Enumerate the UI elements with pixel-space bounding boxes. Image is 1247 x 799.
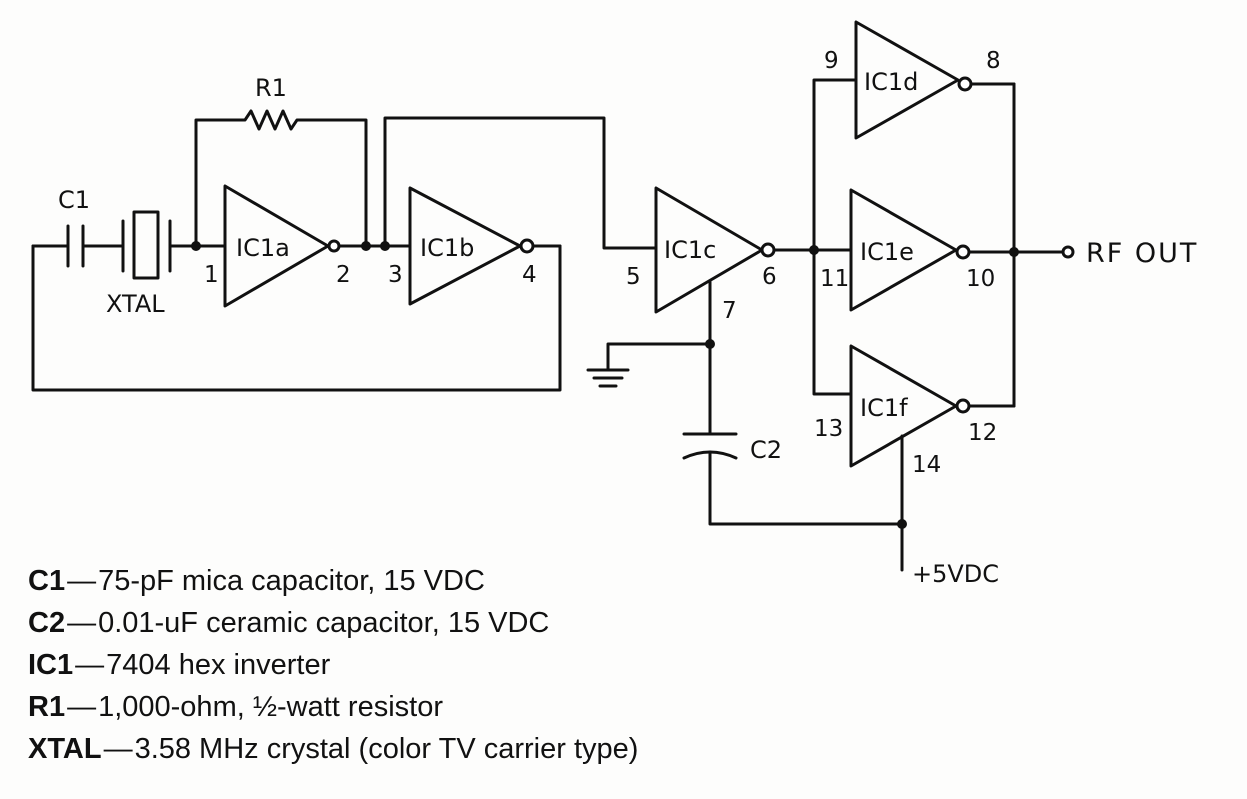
parts-list-item: R1—1,000-ohm, ½-watt resistor bbox=[28, 686, 928, 728]
label-r1: R1 bbox=[255, 74, 287, 102]
part-dash: — bbox=[67, 565, 97, 597]
parts-list-item: C1—75-pF mica capacitor, 15 VDC bbox=[28, 560, 928, 602]
ic1d-inverter bbox=[854, 20, 1016, 140]
pin-14: 14 bbox=[912, 452, 941, 478]
pin-7: 7 bbox=[722, 298, 737, 324]
part-ref: IC1 bbox=[28, 649, 74, 681]
pin-1: 1 bbox=[204, 262, 219, 288]
parts-list-item: C2—0.01-uF ceramic capacitor, 15 VDC bbox=[28, 602, 928, 644]
part-ref: C1 bbox=[28, 565, 66, 597]
parallel-input-bus bbox=[812, 78, 858, 396]
ic1c-label: IC1c bbox=[664, 236, 716, 264]
part-dash: — bbox=[67, 691, 97, 723]
ic1f-inverter bbox=[849, 344, 1016, 572]
pin-11: 11 bbox=[820, 266, 849, 292]
part-desc: 3.58 MHz crystal (color TV carrier type) bbox=[134, 733, 639, 765]
ground-symbol bbox=[586, 342, 712, 388]
ic1d-label: IC1d bbox=[864, 68, 918, 96]
part-dash: — bbox=[103, 733, 133, 765]
part-ref: R1 bbox=[28, 691, 66, 723]
ic1b-label: IC1b bbox=[420, 234, 474, 262]
parts-list: C1—75-pF mica capacitor, 15 VDC C2—0.01-… bbox=[28, 560, 928, 770]
label-xtal: XTAL bbox=[106, 290, 165, 318]
part-desc: 7404 hex inverter bbox=[106, 649, 331, 681]
pin-10: 10 bbox=[966, 266, 995, 292]
label-supply: +5VDC bbox=[912, 560, 999, 585]
ic1f-label: IC1f bbox=[860, 394, 908, 422]
xtal-crystal bbox=[121, 210, 198, 280]
pin-6: 6 bbox=[762, 264, 777, 290]
pin-12: 12 bbox=[968, 420, 997, 446]
part-desc: 1,000-ohm, ½-watt resistor bbox=[98, 691, 443, 723]
pin-5: 5 bbox=[626, 264, 641, 290]
part-ref: XTAL bbox=[28, 733, 102, 765]
pin-2: 2 bbox=[336, 262, 351, 288]
pin-9: 9 bbox=[824, 48, 839, 74]
part-ref: C2 bbox=[28, 607, 66, 639]
part-desc: 75-pF mica capacitor, 15 VDC bbox=[98, 565, 485, 597]
part-dash: — bbox=[75, 649, 105, 681]
ic1a-label: IC1a bbox=[236, 234, 290, 262]
ic1e-label: IC1e bbox=[860, 238, 914, 266]
ic1c-inverter bbox=[654, 186, 816, 346]
c1-capacitor bbox=[31, 224, 125, 268]
part-desc: 0.01-uF ceramic capacitor, 15 VDC bbox=[98, 607, 550, 639]
parts-list-item: IC1—7404 hex inverter bbox=[28, 644, 928, 686]
pin-4: 4 bbox=[522, 262, 537, 288]
pin-3: 3 bbox=[388, 262, 403, 288]
junction-dots bbox=[191, 241, 1019, 529]
pin-13: 13 bbox=[814, 416, 843, 442]
r1-resistor bbox=[194, 109, 368, 248]
label-c2: C2 bbox=[750, 436, 782, 464]
pin-8: 8 bbox=[986, 48, 1001, 74]
part-dash: — bbox=[67, 607, 97, 639]
parts-list-item: XTAL—3.58 MHz crystal (color TV carrier … bbox=[28, 728, 928, 770]
label-rf-out: RF OUT bbox=[1086, 238, 1198, 269]
oscillator-schematic: C1 R1 XTAL C2 RF OUT +5VDC IC1a IC1b IC1… bbox=[31, 20, 1198, 585]
c2-capacitor bbox=[682, 342, 904, 526]
label-c1: C1 bbox=[58, 186, 90, 214]
